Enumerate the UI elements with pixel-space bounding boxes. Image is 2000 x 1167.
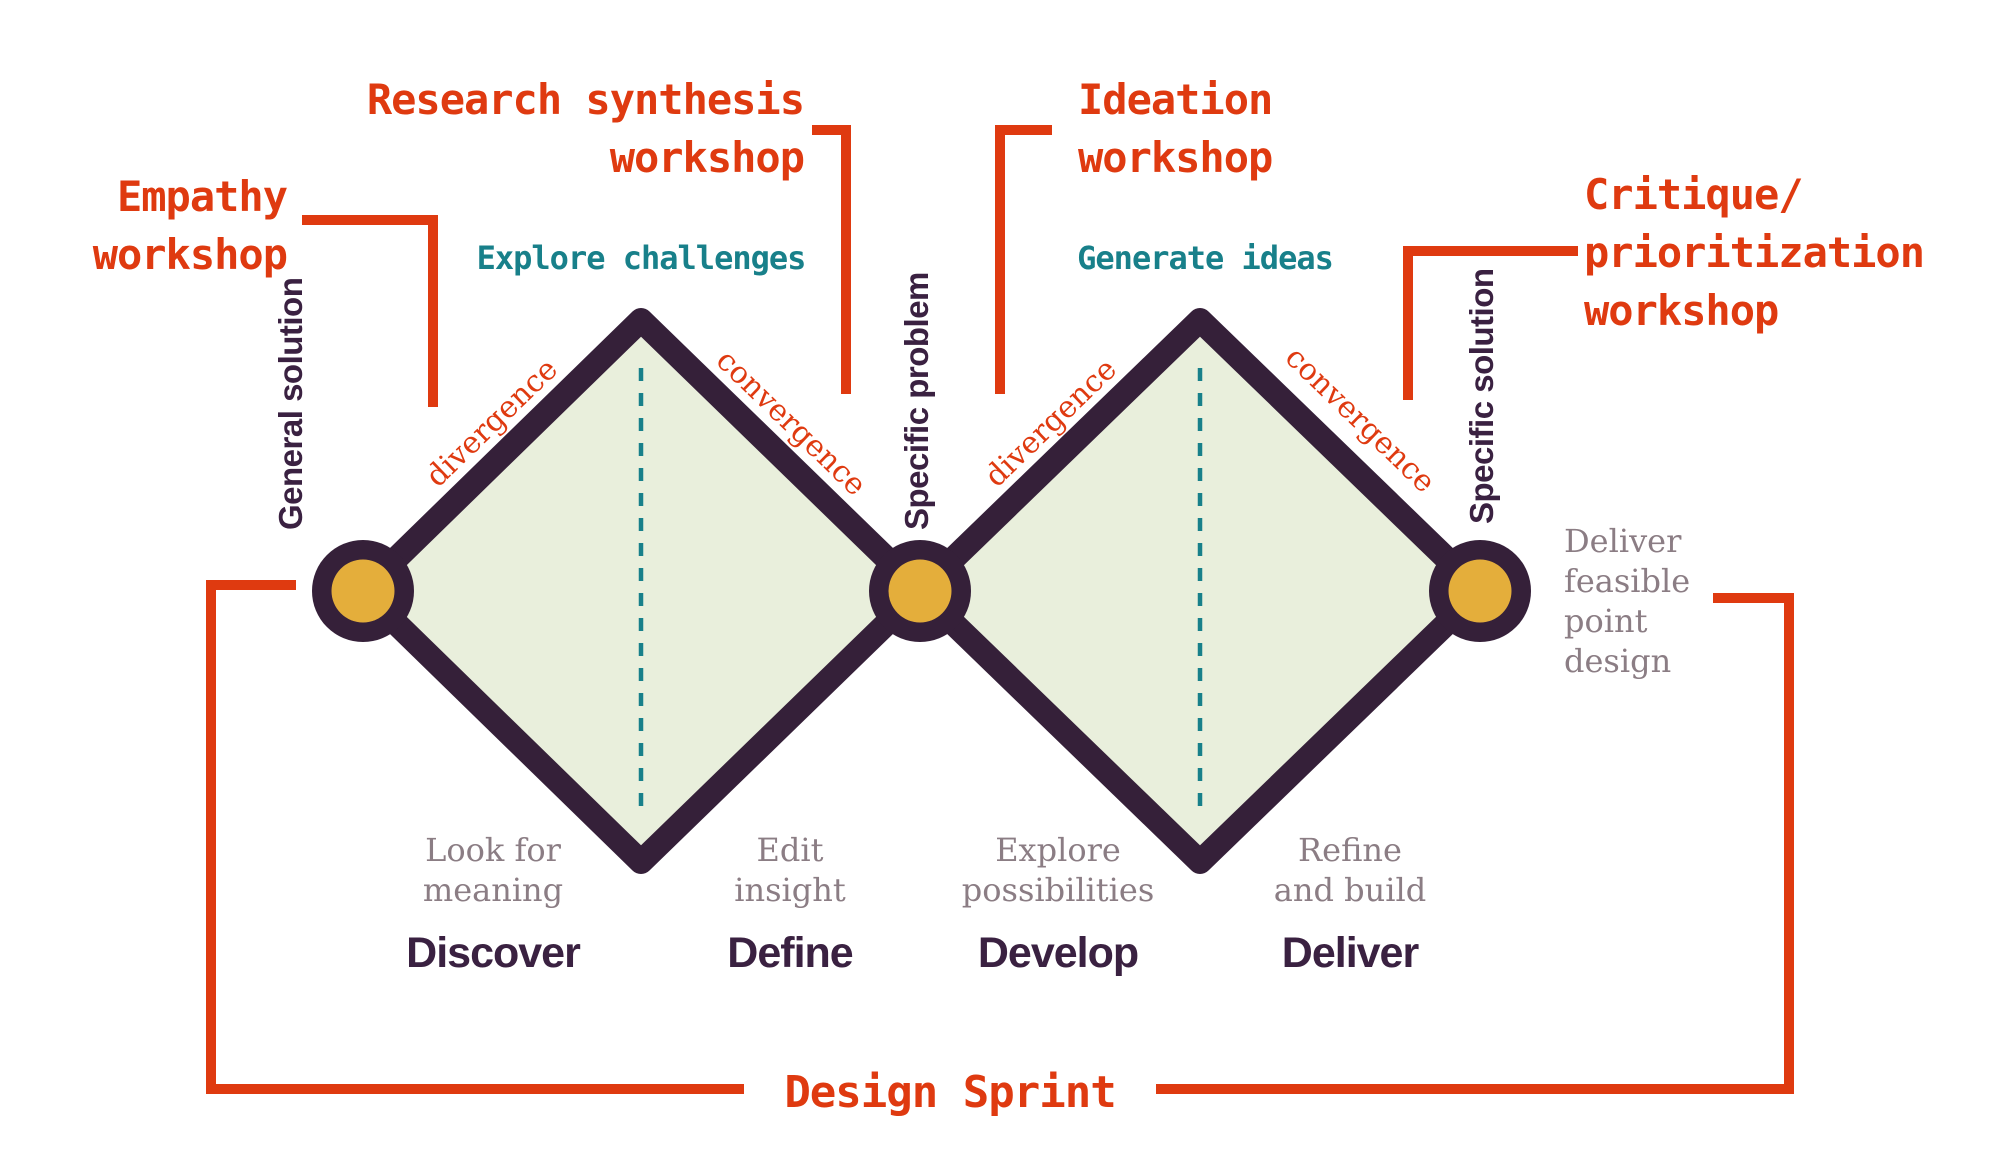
- develop-sublabel: Explore possibilities: [961, 831, 1155, 909]
- empathy-bracket-line: [302, 215, 438, 407]
- phase-define: Define: [727, 929, 853, 977]
- ideation-bracket-line: [995, 125, 1052, 394]
- specific-problem-label: Specific problem: [898, 272, 935, 530]
- research-synthesis-workshop-label: Research synthesis workshop: [366, 75, 805, 182]
- design-sprint-bracket-left: [206, 580, 744, 1094]
- deliver-feasible-note: Deliver feasible point design: [1564, 522, 1691, 680]
- research-bracket-line: [812, 125, 851, 394]
- design-sprint-bracket-right: [1156, 593, 1794, 1094]
- design-sprint-label: Design Sprint: [784, 1067, 1116, 1118]
- critique-prioritization-workshop-label: Critique/ prioritization workshop: [1584, 170, 1925, 335]
- critique-bracket-line: [1403, 246, 1578, 400]
- define-sublabel: Edit insight: [734, 831, 846, 909]
- ideation-workshop-label: Ideation workshop: [1078, 75, 1273, 182]
- deliver-sublabel: Refine and build: [1273, 831, 1427, 909]
- empathy-workshop-label: Empathy workshop: [92, 172, 288, 279]
- node-dot: [331, 559, 395, 623]
- node-dot: [888, 559, 952, 623]
- phase-deliver: Deliver: [1281, 929, 1419, 977]
- node-specific-solution: [1429, 540, 1531, 642]
- node-specific-problem: [869, 540, 971, 642]
- phase-discover: Discover: [406, 929, 581, 977]
- node-general-solution: [312, 540, 414, 642]
- explore-challenges-label: Explore challenges: [476, 239, 807, 277]
- discover-sublabel: Look for meaning: [422, 831, 564, 909]
- specific-solution-label: Specific solution: [1463, 268, 1500, 524]
- node-dot: [1448, 559, 1512, 623]
- general-solution-label: General solution: [272, 277, 309, 530]
- generate-ideas-label: Generate ideas: [1077, 239, 1334, 277]
- phase-develop: Develop: [977, 929, 1139, 977]
